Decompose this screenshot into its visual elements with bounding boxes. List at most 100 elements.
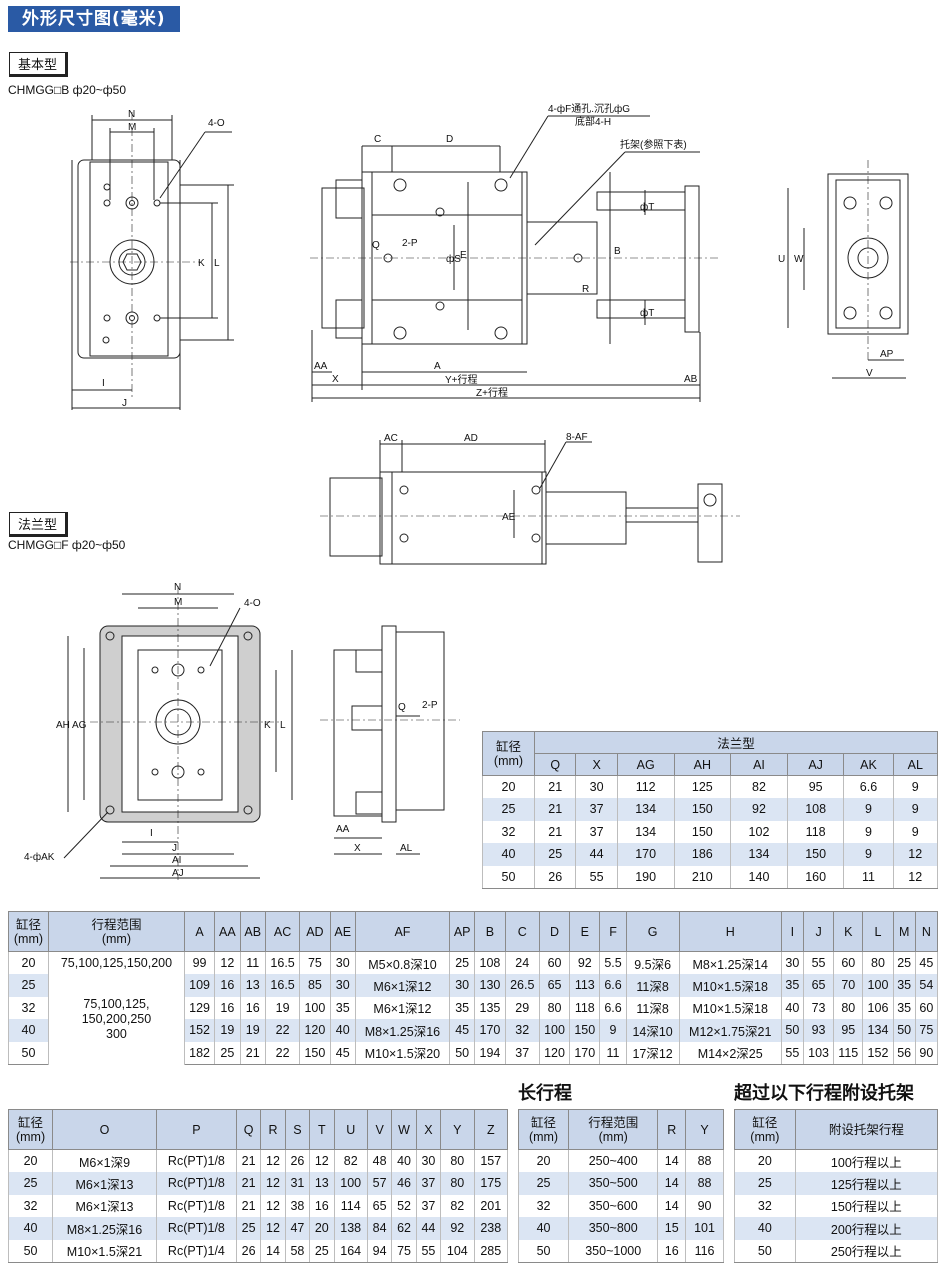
main-cell: 30 bbox=[780, 951, 804, 974]
main-col-1: 行程范围 (mm) bbox=[47, 911, 185, 952]
flange-cell: 37 bbox=[575, 820, 618, 843]
dim-label-AB: AB bbox=[684, 374, 698, 385]
main-cell: 182 bbox=[183, 1041, 216, 1065]
dim-label-K: K bbox=[198, 258, 205, 269]
main-cell: M6×1深12 bbox=[354, 974, 450, 997]
flange-model-line: CHMGG□F ф20~ф50 bbox=[8, 538, 126, 552]
flange-cell: 160 bbox=[786, 865, 845, 889]
flange-side-view bbox=[320, 625, 460, 855]
main-cell: 90 bbox=[914, 1041, 939, 1065]
main-cell: 55 bbox=[780, 1041, 804, 1065]
long-col-0: 缸径 (mm) bbox=[517, 1109, 570, 1150]
main-col-16: H bbox=[678, 911, 782, 952]
ports-cell: 12 bbox=[260, 1149, 286, 1172]
basic-front-view bbox=[70, 112, 234, 410]
long-cell: 350~500 bbox=[568, 1172, 659, 1195]
flange-cell: 9 bbox=[843, 798, 894, 821]
flange-cell: 150 bbox=[786, 843, 845, 866]
main-cell: 56 bbox=[892, 1041, 916, 1065]
main-col-13: E bbox=[569, 911, 601, 952]
main-cell: 50 bbox=[448, 1041, 476, 1065]
page-title: 外形尺寸图(毫米) bbox=[8, 6, 180, 32]
ports-cell: 48 bbox=[366, 1149, 393, 1172]
dim-label-Zstroke: Z+行程 bbox=[476, 386, 508, 399]
ports-cell: 47 bbox=[284, 1217, 311, 1240]
main-cell: 80 bbox=[833, 996, 864, 1019]
main-cell: 194 bbox=[474, 1041, 506, 1065]
flange-cell: 37 bbox=[575, 798, 618, 821]
long-cell: 350~800 bbox=[568, 1217, 659, 1240]
flange-dim-label-AI: AI bbox=[172, 855, 181, 866]
ports-cell: Rc(PT)1/8 bbox=[155, 1217, 237, 1240]
main-cell: 12 bbox=[214, 951, 241, 974]
ports-col-7: U bbox=[333, 1109, 368, 1150]
ports-cell: 13 bbox=[309, 1172, 335, 1195]
main-cell: 92 bbox=[569, 951, 601, 974]
bracket-cell: 50 bbox=[734, 1239, 796, 1263]
main-col-18: J bbox=[802, 911, 835, 952]
main-col-21: M bbox=[892, 911, 916, 952]
ports-cell: 75 bbox=[391, 1239, 417, 1263]
flange-cell: 50 bbox=[482, 865, 535, 889]
main-cell: 45 bbox=[329, 1041, 356, 1065]
ports-cell: 25 bbox=[7, 1172, 54, 1195]
dim-label-D: D bbox=[446, 134, 453, 145]
ports-cell: 92 bbox=[440, 1217, 475, 1240]
flange-dim-label-X: X bbox=[354, 843, 361, 854]
dim-label-bottom: 底部4-H bbox=[575, 115, 611, 128]
main-cell: 100 bbox=[299, 996, 331, 1019]
ports-cell: 94 bbox=[366, 1239, 393, 1263]
main-cell-stroke: 75,100,125,150,200 bbox=[47, 951, 185, 974]
flange-dim-label-N: N bbox=[174, 582, 181, 593]
flange-cell: 12 bbox=[892, 865, 939, 889]
main-cell: 14深10 bbox=[625, 1019, 680, 1042]
main-cell: 40 bbox=[329, 1019, 356, 1042]
dim-label-V: V bbox=[866, 368, 873, 379]
ports-cell: 30 bbox=[415, 1149, 442, 1172]
main-cell-bore: 32 bbox=[8, 996, 49, 1019]
ports-cell: 44 bbox=[415, 1217, 442, 1240]
main-cell: 35 bbox=[892, 996, 916, 1019]
main-cell: M12×1.75深21 bbox=[678, 1019, 782, 1042]
basic-model-line: CHMGG□B ф20~ф50 bbox=[8, 83, 127, 97]
basic-type-tag: 基本型 bbox=[9, 52, 69, 77]
long-col-2: R bbox=[657, 1109, 687, 1150]
flange-head-bore: 缸径 (mm) bbox=[482, 731, 535, 776]
basic-rear-view bbox=[787, 160, 909, 379]
main-cell: 70 bbox=[833, 974, 864, 997]
dim-label-bracket: 托架(参照下表) bbox=[620, 138, 687, 151]
flange-cell: 25 bbox=[533, 843, 577, 866]
flange-dim-label-AA: AA bbox=[336, 824, 350, 835]
bracket-col-0: 缸径 (mm) bbox=[734, 1109, 796, 1150]
main-cell: 50 bbox=[780, 1019, 804, 1042]
main-col-2: A bbox=[183, 911, 216, 952]
dim-label-4O: 4-O bbox=[208, 118, 225, 129]
long-cell: 88 bbox=[685, 1149, 724, 1172]
dim-label-A: A bbox=[434, 361, 441, 372]
main-col-17: I bbox=[780, 911, 804, 952]
flange-col-7: AL bbox=[892, 753, 939, 776]
flange-cell: 134 bbox=[616, 798, 675, 821]
main-cell: 30 bbox=[329, 951, 356, 974]
main-cell: 50 bbox=[892, 1019, 916, 1042]
ports-cell: 25 bbox=[235, 1217, 262, 1240]
main-cell: 11 bbox=[239, 951, 266, 974]
ports-cell: 40 bbox=[7, 1217, 54, 1240]
flange-cell: 186 bbox=[673, 843, 732, 866]
ports-cell: M10×1.5深21 bbox=[52, 1239, 157, 1263]
flange-cell: 21 bbox=[533, 775, 577, 798]
main-cell: 25 bbox=[214, 1041, 241, 1065]
ports-cell: 104 bbox=[440, 1239, 475, 1263]
bracket-cell: 100行程以上 bbox=[794, 1149, 939, 1172]
dim-label-S: фS bbox=[446, 253, 461, 265]
main-cell: 152 bbox=[183, 1019, 216, 1042]
